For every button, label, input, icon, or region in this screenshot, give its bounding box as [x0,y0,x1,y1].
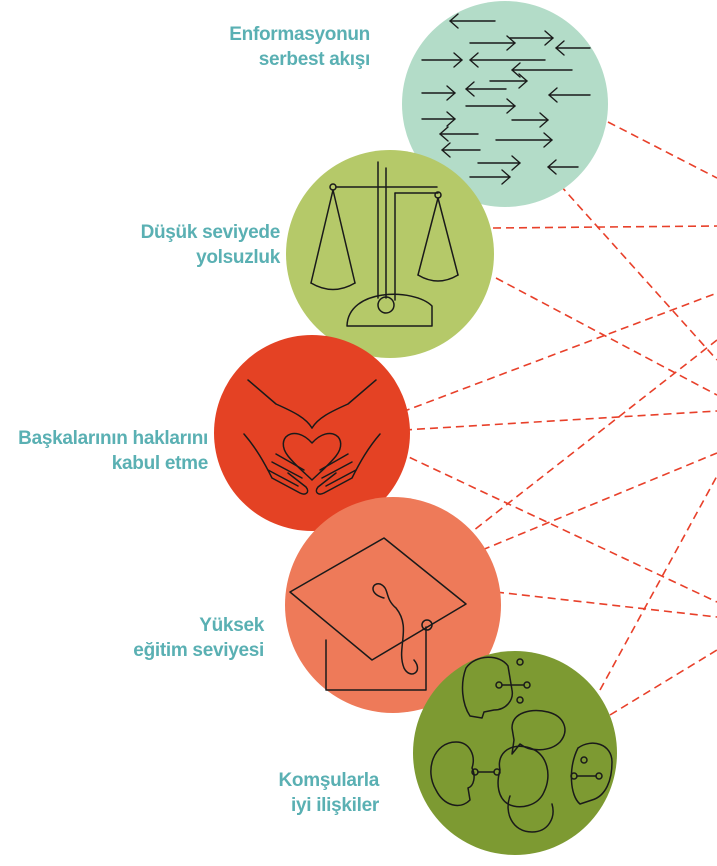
circle-education [285,497,501,713]
label-corruption: Düşük seviyede yolsuzluk [140,222,281,268]
circle-rights [214,335,410,531]
circle-information [402,1,608,207]
connector-line [559,184,717,361]
connector-line [495,591,717,618]
connector-line [607,121,717,179]
connector-lines [397,121,717,716]
hands-heart-icon [243,379,381,495]
connector-line [492,225,717,229]
people-talking-icon [430,656,613,833]
connector-line [401,292,717,413]
connector-line [609,649,717,716]
circle-neighbours [413,651,617,855]
label-education: Yüksek eğitim seviyesi [133,615,264,661]
label-information: Enformasyonun serbest akışı [229,24,370,70]
label-neighbours: Komşularla iyi ilişkiler [278,770,380,816]
arrows-icon [421,13,591,185]
connector-line [454,339,717,546]
connector-line [495,277,717,396]
connector-line [469,452,717,556]
label-rights: Başkalarının haklarını kabul etme [18,428,208,474]
connector-line [397,451,717,603]
scales-icon [310,161,459,327]
connector-line [599,475,717,691]
connector-line [403,410,717,431]
graduation-cap-icon [289,537,467,691]
circle-corruption [286,150,494,358]
